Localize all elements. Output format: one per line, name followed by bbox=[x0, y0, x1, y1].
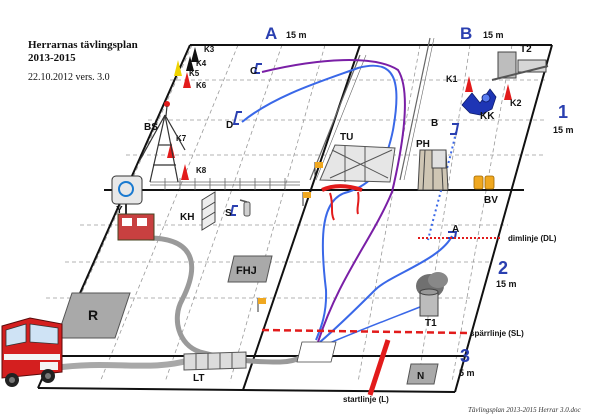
cone-k3-label: K3 bbox=[204, 45, 215, 54]
hook-s-icon bbox=[229, 205, 238, 216]
row-3-number: 3 bbox=[460, 346, 470, 366]
flag-field-icon bbox=[302, 192, 311, 206]
bs-tower-icon bbox=[139, 101, 186, 183]
cone-k1-label: K1 bbox=[446, 74, 458, 84]
tu-red-base bbox=[321, 184, 363, 192]
y-label: Y bbox=[116, 205, 123, 216]
cone-k4-label: K4 bbox=[196, 59, 207, 68]
ph-label: PH bbox=[416, 139, 430, 150]
kk-label: KK bbox=[480, 111, 495, 122]
n-box-label: N bbox=[417, 371, 424, 382]
cone-k8-label: K8 bbox=[196, 166, 207, 175]
sparrlinje-line bbox=[261, 328, 469, 335]
title-line-2: 2013-2015 bbox=[28, 52, 76, 64]
column-b-letter: B bbox=[460, 24, 472, 43]
kk-obstacle-icon bbox=[461, 88, 497, 116]
column-b-width: 15 m bbox=[483, 30, 504, 40]
fhj-box: FHJ bbox=[227, 255, 273, 283]
kh-label: KH bbox=[180, 212, 194, 223]
bs-label: BS bbox=[144, 122, 158, 133]
sparrlinje-label: spärrlinje (SL) bbox=[470, 329, 524, 338]
column-a-letter: A bbox=[265, 24, 277, 43]
hose-a-blue bbox=[319, 235, 453, 343]
c-label: C bbox=[250, 66, 257, 77]
bv-label: BV bbox=[484, 195, 498, 206]
row-2-number: 2 bbox=[498, 258, 508, 278]
cone-k3: K3 bbox=[191, 45, 215, 62]
cone-k1: K1 bbox=[446, 74, 473, 92]
s-label: S bbox=[225, 208, 232, 219]
cone-k6-label: K6 bbox=[196, 81, 207, 90]
hose-t1-blue bbox=[324, 304, 426, 346]
a-label: A bbox=[452, 224, 459, 235]
y-pump-icon bbox=[111, 175, 155, 241]
ph-structure-icon bbox=[417, 149, 449, 191]
b-label: B bbox=[431, 118, 438, 129]
start-platform bbox=[296, 341, 337, 363]
fhj-box-label: FHJ bbox=[236, 265, 257, 277]
startlinje-line bbox=[367, 339, 391, 396]
fence bbox=[150, 37, 435, 190]
n-box: N bbox=[406, 363, 439, 385]
cone-k2: K2 bbox=[504, 84, 522, 108]
row-2-depth: 15 m bbox=[496, 279, 517, 289]
supply-hose bbox=[54, 357, 191, 371]
version-text: 22.10.2012 vers. 3.0 bbox=[28, 72, 110, 83]
footer-text: Tävlingsplan 2013-2015 Herrar 3.0.doc bbox=[468, 406, 581, 414]
cone-k4: K4 bbox=[186, 56, 207, 71]
hook-c-icon bbox=[253, 63, 262, 74]
dimlinje-label: dimlinje (DL) bbox=[508, 234, 557, 243]
t2-label: T2 bbox=[520, 44, 532, 55]
row-3-depth: 5 m bbox=[459, 368, 475, 378]
hook-b-icon bbox=[450, 123, 460, 135]
cone-k5: K5 bbox=[174, 60, 200, 78]
t1-label: T1 bbox=[425, 318, 437, 329]
hook-d-icon bbox=[232, 111, 242, 125]
t1-smoke-icon bbox=[416, 272, 448, 317]
d-label: D bbox=[226, 120, 233, 131]
cone-k2-label: K2 bbox=[510, 98, 522, 108]
cone-k5-label: K5 bbox=[189, 69, 200, 78]
cone-k7-label: K7 bbox=[176, 134, 187, 143]
field-outline bbox=[37, 44, 553, 393]
row-1-number: 1 bbox=[558, 102, 568, 122]
lt-label: LT bbox=[193, 373, 204, 384]
flag-tu-icon bbox=[314, 162, 323, 176]
cone-k8: K8 bbox=[181, 164, 207, 180]
hose-c-purple bbox=[261, 59, 406, 343]
tu-label: TU bbox=[340, 132, 353, 143]
tu-bridge-icon bbox=[319, 144, 396, 183]
title-line-1: Herrarnas tävlingsplan bbox=[28, 39, 138, 51]
flag-fhj-icon bbox=[257, 298, 266, 312]
lt-hose-rack-icon bbox=[183, 351, 247, 371]
red-hose-loop bbox=[329, 191, 360, 221]
t2-apparatus-icon bbox=[491, 51, 549, 81]
fire-truck-icon bbox=[1, 317, 63, 387]
r-box: R bbox=[56, 292, 131, 339]
row-1-depth: 15 m bbox=[553, 125, 574, 135]
barrels-icon bbox=[473, 175, 495, 190]
s-extinguisher-icon bbox=[239, 199, 251, 217]
r-box-label: R bbox=[88, 307, 98, 323]
gray-hose bbox=[147, 235, 320, 365]
cone-k6: K6 bbox=[183, 72, 207, 90]
column-a-width: 15 m bbox=[286, 30, 307, 40]
kh-barrier-icon bbox=[201, 191, 216, 231]
startlinje-label: startlinje (L) bbox=[343, 395, 389, 404]
